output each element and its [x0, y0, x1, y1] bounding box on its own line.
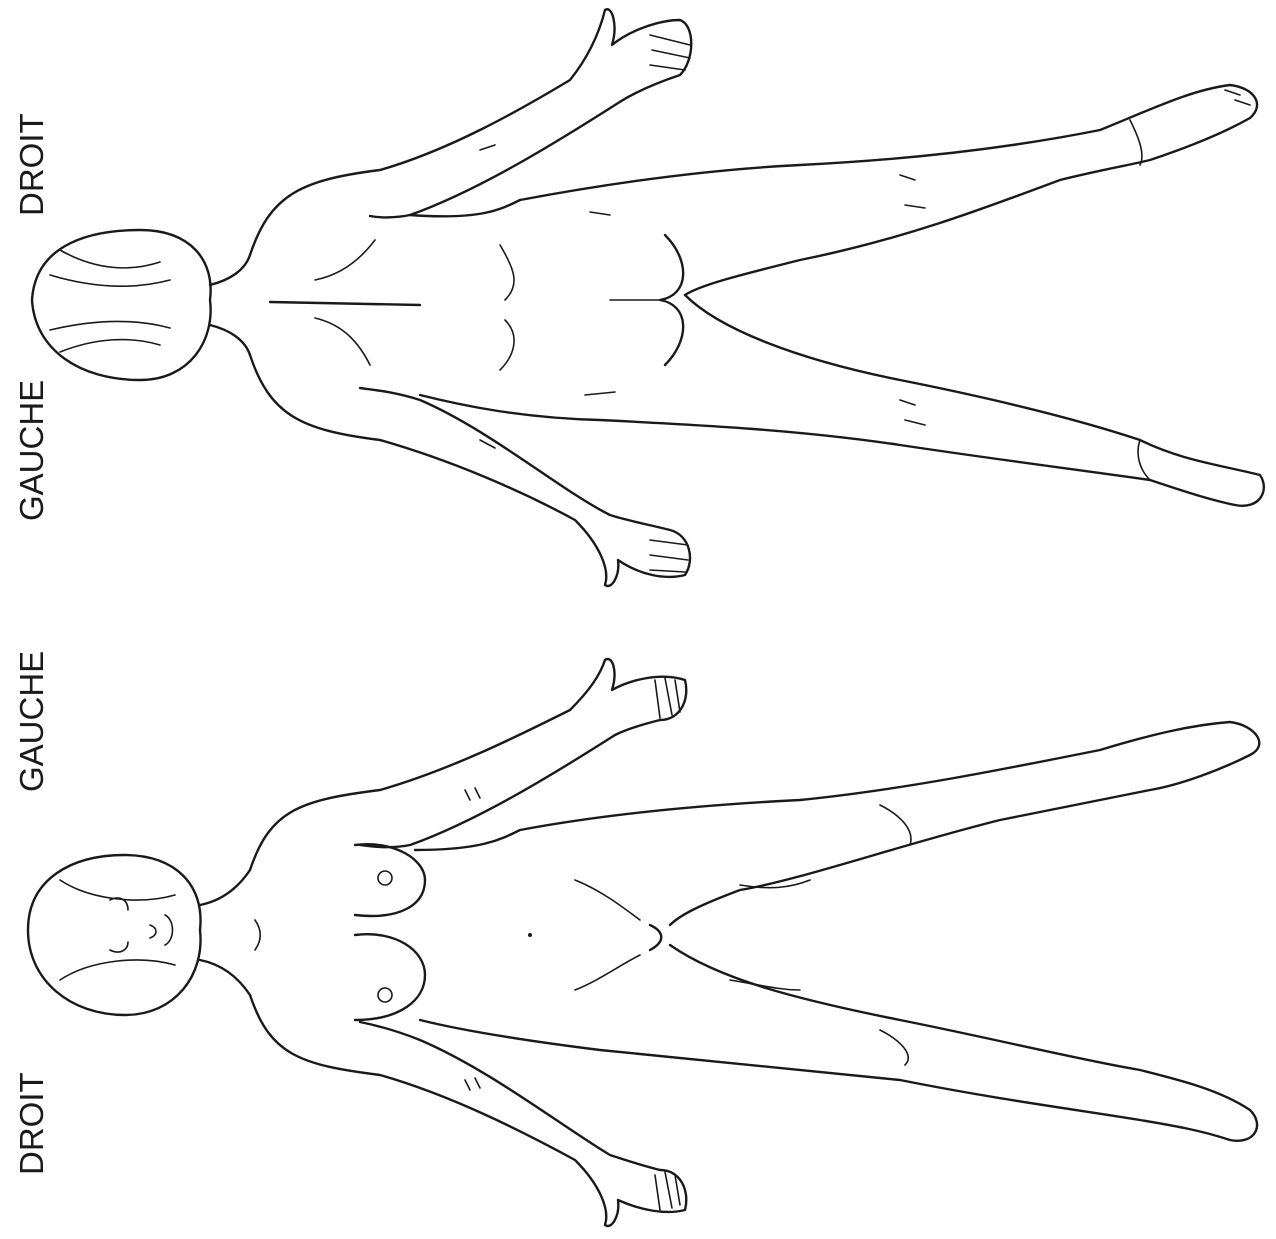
back-view-figure: [0, 0, 1276, 620]
front-head: [28, 855, 201, 1015]
front-left-arm: [250, 659, 686, 870]
back-right-leg: [520, 85, 1257, 295]
front-breast-left: [355, 844, 425, 916]
back-head: [32, 230, 211, 380]
back-left-leg: [420, 295, 1264, 506]
front-left-leg: [415, 722, 1259, 925]
back-right-arm: [250, 9, 691, 255]
front-face-eyes: [110, 898, 128, 952]
front-view-figure: [0, 620, 1276, 1239]
back-left-arm: [250, 355, 690, 586]
front-breast-right: [355, 934, 425, 1020]
